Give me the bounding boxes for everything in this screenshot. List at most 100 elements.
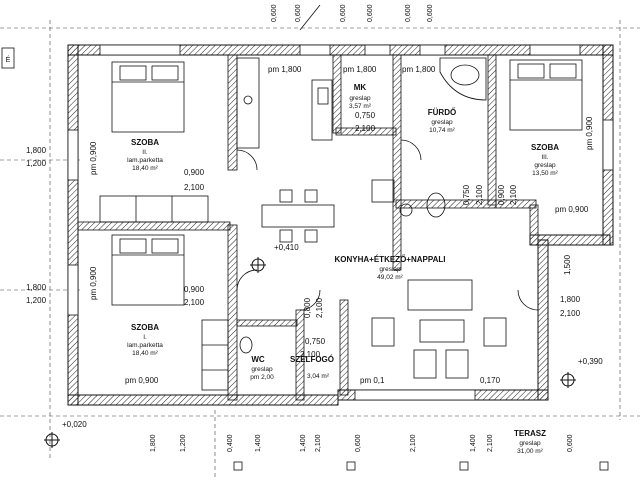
svg-text:I.: I. — [143, 334, 147, 341]
svg-text:2,100: 2,100 — [410, 434, 417, 452]
svg-text:III.: III. — [541, 154, 548, 161]
svg-text:1,800: 1,800 — [26, 283, 47, 292]
svg-text:+0,020: +0,020 — [62, 420, 87, 429]
svg-text:pm 2,00: pm 2,00 — [250, 374, 274, 381]
svg-text:2,100: 2,100 — [475, 184, 484, 205]
svg-text:0,600: 0,600 — [295, 4, 302, 22]
svg-text:1,400: 1,400 — [255, 434, 262, 452]
svg-text:0,600: 0,600 — [355, 434, 362, 452]
svg-text:1,400: 1,400 — [300, 434, 307, 452]
wc-name: WC — [251, 355, 265, 364]
svg-text:1,500: 1,500 — [563, 254, 572, 275]
svg-text:2,100: 2,100 — [184, 298, 205, 307]
szoba1-name: SZOBA — [131, 323, 159, 332]
svg-text:31,00 m²: 31,00 m² — [517, 448, 543, 455]
szelfogo-name: SZÉLFOGÓ — [290, 355, 334, 364]
svg-text:lam.parketta: lam.parketta — [127, 157, 163, 164]
svg-text:lam.parketta: lam.parketta — [127, 342, 163, 349]
sofa — [371, 279, 507, 379]
toilet-furdo — [371, 179, 446, 218]
terasz-name: TERASZ — [514, 429, 546, 438]
windows — [67, 44, 614, 401]
svg-text:pm 0,900: pm 0,900 — [585, 116, 594, 150]
svg-text:0,600: 0,600 — [427, 4, 434, 22]
svg-text:0,600: 0,600 — [405, 4, 412, 22]
terrace-columns — [233, 461, 609, 471]
bed-szoba2 — [111, 61, 185, 133]
svg-text:pm 1,800: pm 1,800 — [268, 65, 302, 74]
mk-name: MK — [354, 83, 367, 92]
svg-text:2,100: 2,100 — [315, 434, 322, 452]
svg-text:II.: II. — [142, 149, 148, 156]
svg-text:2,100: 2,100 — [300, 350, 321, 359]
svg-text:3,04 m²: 3,04 m² — [307, 373, 330, 380]
svg-text:0,750: 0,750 — [355, 111, 376, 120]
svg-text:0,900: 0,900 — [184, 285, 205, 294]
wardrobe-szoba1 — [201, 319, 229, 391]
svg-text:13,50 m²: 13,50 m² — [532, 170, 558, 177]
svg-text:2,100: 2,100 — [315, 297, 324, 318]
bed-szoba3 — [509, 59, 583, 131]
furdo-name: FÜRDŐ — [428, 108, 456, 117]
svg-text:É: É — [6, 55, 11, 64]
svg-text:pm 0,900: pm 0,900 — [89, 141, 98, 175]
svg-text:0,600: 0,600 — [340, 4, 347, 22]
doors — [236, 139, 539, 311]
svg-text:greslap: greslap — [379, 266, 401, 273]
svg-text:10,74 m²: 10,74 m² — [429, 127, 455, 134]
svg-text:0,600: 0,600 — [367, 4, 374, 22]
svg-text:pm 0,900: pm 0,900 — [555, 205, 589, 214]
svg-text:2,100: 2,100 — [509, 184, 518, 205]
svg-text:18,40 m²: 18,40 m² — [132, 350, 158, 357]
svg-text:49,02 m²: 49,02 m² — [377, 274, 403, 281]
svg-text:1,800: 1,800 — [26, 146, 47, 155]
svg-text:0,800: 0,800 — [303, 297, 312, 318]
svg-text:0,750: 0,750 — [305, 337, 326, 346]
north-arrow-icon: É — [1, 4, 321, 69]
dining-table — [261, 189, 335, 243]
svg-text:greslap: greslap — [519, 440, 541, 447]
svg-text:greslap: greslap — [349, 95, 371, 102]
wardrobe-szoba2 — [99, 195, 209, 223]
svg-text:greslap: greslap — [251, 366, 273, 373]
level-markers — [44, 257, 576, 448]
svg-text:pm 1,800: pm 1,800 — [343, 65, 377, 74]
dimension-guides — [0, 20, 640, 480]
svg-text:0,600: 0,600 — [567, 434, 574, 452]
bed-szoba1 — [111, 234, 185, 306]
svg-text:+0,410: +0,410 — [274, 243, 299, 252]
svg-text:pm 0,900: pm 0,900 — [125, 376, 159, 385]
svg-text:pm 1,800: pm 1,800 — [402, 65, 436, 74]
svg-text:greslap: greslap — [534, 162, 556, 169]
svg-text:0,600: 0,600 — [271, 4, 278, 22]
bathtub — [439, 57, 487, 101]
szoba2-name: SZOBA — [131, 138, 159, 147]
konyha-name: KONYHA+ÉTKEZŐ+NAPPALI — [335, 255, 446, 264]
svg-text:0,900: 0,900 — [497, 184, 506, 205]
svg-text:0,750: 0,750 — [462, 184, 471, 205]
svg-text:1,200: 1,200 — [26, 296, 47, 305]
svg-text:1,400: 1,400 — [470, 434, 477, 452]
svg-text:3,57 m²: 3,57 m² — [349, 103, 372, 110]
svg-text:1,800: 1,800 — [560, 295, 581, 304]
svg-text:1,800: 1,800 — [150, 434, 157, 452]
svg-text:2,100: 2,100 — [560, 309, 581, 318]
svg-text:0,900: 0,900 — [184, 168, 205, 177]
svg-text:2,100: 2,100 — [487, 434, 494, 452]
kitchen-counter — [236, 57, 333, 149]
svg-text:pm 0,1: pm 0,1 — [360, 376, 385, 385]
room-labels: SZOBA II. lam.parketta 18,40 m² SZOBA I.… — [125, 83, 589, 455]
svg-text:1,200: 1,200 — [26, 159, 47, 168]
svg-text:pm 0,900: pm 0,900 — [89, 266, 98, 300]
svg-text:18,40 m²: 18,40 m² — [132, 165, 158, 172]
dimension-labels: pm 1,800 pm 1,800 pm 1,800 0,750 2,100 0… — [26, 4, 603, 452]
svg-text:2,100: 2,100 — [184, 183, 205, 192]
szoba3-name: SZOBA — [531, 143, 559, 152]
interior-walls — [77, 54, 539, 401]
svg-text:0,170: 0,170 — [480, 376, 501, 385]
toilet-wc — [239, 336, 253, 354]
svg-text:greslap: greslap — [431, 119, 453, 126]
svg-text:2,100: 2,100 — [355, 124, 376, 133]
svg-text:1,200: 1,200 — [180, 434, 187, 452]
